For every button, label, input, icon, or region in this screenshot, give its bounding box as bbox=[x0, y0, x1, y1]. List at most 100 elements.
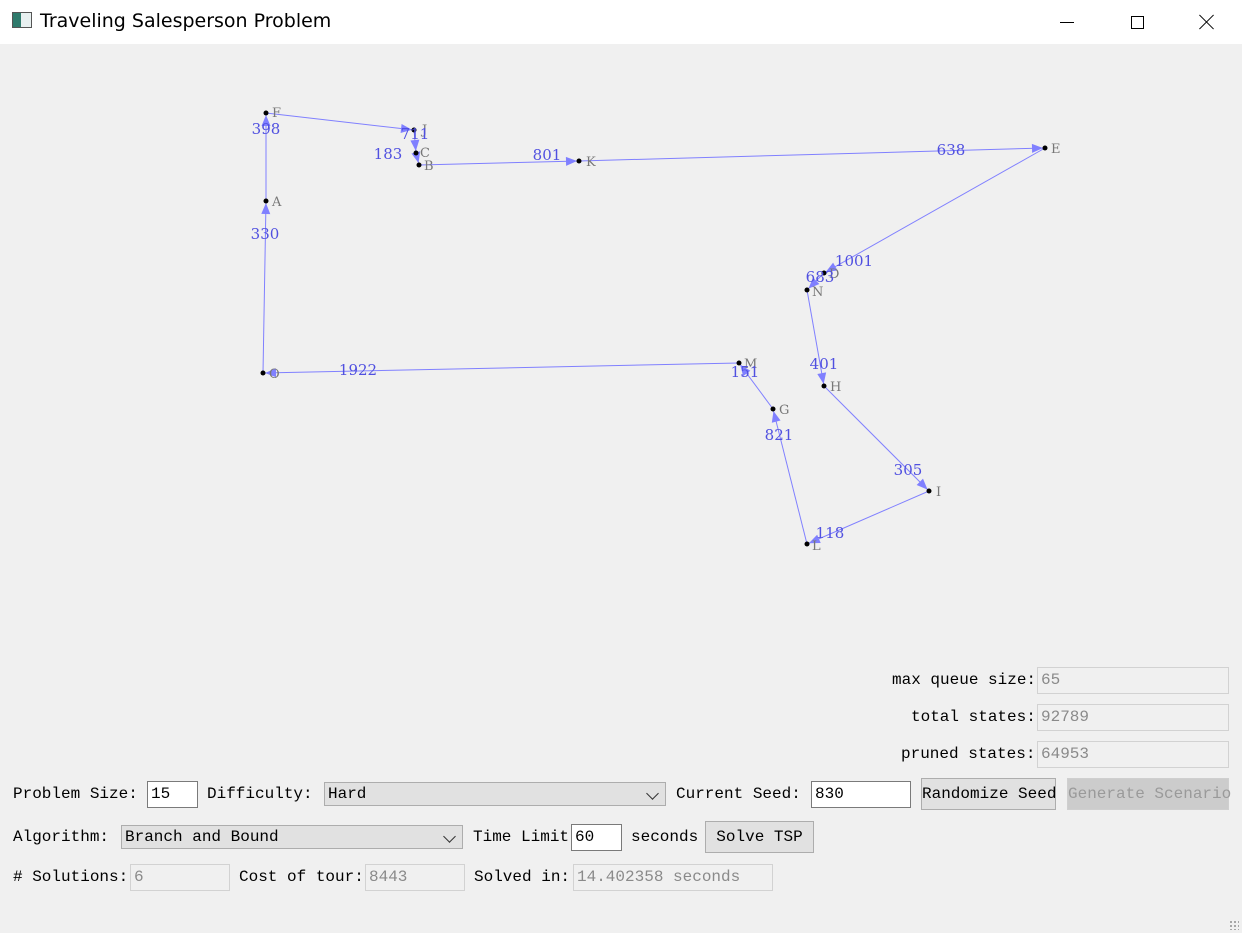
city-label-O: O bbox=[269, 367, 280, 382]
arrowhead-K-E bbox=[1031, 143, 1044, 153]
difficulty-select[interactable]: Hard bbox=[324, 782, 666, 806]
arrowhead-H-I bbox=[916, 478, 928, 490]
city-label-B: B bbox=[424, 159, 434, 174]
arrowhead-G-M bbox=[740, 364, 751, 377]
edge-cost-label: 401 bbox=[810, 355, 839, 373]
window-title: Traveling Salesperson Problem bbox=[40, 10, 332, 32]
tour-edge-M-O bbox=[262, 362, 740, 374]
close-button[interactable] bbox=[1172, 0, 1242, 44]
time-limit-input[interactable]: 60 bbox=[571, 824, 622, 851]
city-point-B bbox=[416, 162, 422, 168]
city-label-J: J bbox=[420, 123, 427, 138]
tour-edge-K-E bbox=[578, 147, 1046, 162]
time-limit-label: Time Limit bbox=[473, 828, 570, 846]
edge-cost-label: 183 bbox=[374, 145, 403, 163]
seconds-label: seconds bbox=[631, 828, 699, 846]
maximize-icon bbox=[1130, 15, 1144, 29]
pruned-states-field: 64953 bbox=[1037, 741, 1229, 768]
tour-edge-B-K bbox=[418, 160, 580, 166]
app-icon bbox=[12, 12, 32, 28]
maximize-button[interactable] bbox=[1102, 0, 1172, 44]
current-seed-input[interactable]: 830 bbox=[811, 781, 911, 808]
city-label-A: A bbox=[271, 195, 282, 210]
city-label-K: K bbox=[586, 155, 596, 170]
randomize-seed-button[interactable]: Randomize Seed bbox=[921, 778, 1056, 810]
city-point-I bbox=[926, 488, 932, 494]
edge-cost-label: 1001 bbox=[835, 252, 873, 270]
city-point-F bbox=[263, 110, 269, 116]
edge-cost-label: 683 bbox=[806, 268, 835, 286]
solved-in-field: 14.402358 seconds bbox=[573, 864, 773, 891]
solve-tsp-button[interactable]: Solve TSP bbox=[705, 821, 814, 853]
arrowhead-L-G bbox=[771, 410, 781, 423]
edge-cost-label: 638 bbox=[937, 141, 966, 159]
edge-cost-label: 801 bbox=[533, 146, 562, 164]
tour-edge-F-J bbox=[265, 112, 415, 131]
arrowhead-B-K bbox=[565, 156, 578, 166]
edge-cost-label: 398 bbox=[252, 120, 281, 138]
close-icon bbox=[1199, 14, 1215, 30]
edge-cost-label: 821 bbox=[765, 426, 794, 444]
chevron-down-icon bbox=[443, 830, 456, 843]
pruned-states-label: pruned states: bbox=[901, 745, 1036, 763]
edge-cost-label: 711 bbox=[401, 125, 430, 143]
arrowhead-F-J bbox=[400, 124, 413, 133]
generate-scenario-button[interactable]: Generate Scenario bbox=[1067, 778, 1231, 810]
total-states-field: 92789 bbox=[1037, 704, 1229, 731]
algorithm-label: Algorithm: bbox=[13, 828, 110, 846]
city-label-H: H bbox=[830, 380, 841, 395]
current-seed-label: Current Seed: bbox=[676, 785, 801, 803]
city-point-O bbox=[260, 370, 266, 376]
solutions-label: # Solutions: bbox=[13, 868, 129, 886]
city-point-J bbox=[411, 127, 417, 133]
total-states-label: total states: bbox=[911, 708, 1036, 726]
city-label-C: C bbox=[420, 146, 430, 161]
arrowhead-N-H bbox=[817, 372, 827, 385]
city-point-A bbox=[263, 198, 269, 204]
arrowhead-M-O bbox=[264, 368, 277, 378]
city-label-I: I bbox=[936, 485, 941, 500]
tour-edge-L-G bbox=[772, 408, 808, 545]
arrowhead-O-A bbox=[261, 202, 271, 215]
arrowhead-E-D bbox=[825, 262, 838, 273]
cost-of-tour-label: Cost of tour: bbox=[239, 868, 364, 886]
difficulty-label: Difficulty: bbox=[207, 785, 313, 803]
minimize-icon bbox=[1060, 21, 1074, 23]
city-point-L bbox=[804, 541, 810, 547]
chevron-down-icon bbox=[646, 787, 659, 800]
city-point-H bbox=[821, 383, 827, 389]
max-queue-size-field: 65 bbox=[1037, 667, 1229, 694]
city-point-K bbox=[576, 158, 582, 164]
minimize-button[interactable] bbox=[1032, 0, 1102, 44]
city-label-M: M bbox=[744, 357, 757, 372]
arrowhead-J-C bbox=[410, 139, 420, 152]
arrowhead-I-L bbox=[808, 534, 821, 544]
title-bar: Traveling Salesperson Problem bbox=[0, 0, 1242, 44]
city-label-G: G bbox=[779, 403, 789, 418]
solved-in-label: Solved in: bbox=[474, 868, 571, 886]
city-point-D bbox=[821, 270, 827, 276]
algorithm-value: Branch and Bound bbox=[125, 828, 279, 846]
edge-cost-label: 151 bbox=[731, 363, 760, 381]
city-point-N bbox=[804, 287, 810, 293]
tour-edge-I-L bbox=[806, 490, 930, 545]
tour-edge-H-I bbox=[823, 385, 930, 492]
edge-cost-label: 305 bbox=[894, 461, 923, 479]
city-point-G bbox=[770, 406, 776, 412]
difficulty-value: Hard bbox=[328, 785, 367, 803]
city-label-D: D bbox=[829, 267, 839, 282]
problem-size-input[interactable]: 15 bbox=[147, 781, 198, 808]
city-label-L: L bbox=[812, 539, 821, 554]
arrowhead-A-F bbox=[261, 115, 271, 126]
algorithm-select[interactable]: Branch and Bound bbox=[121, 825, 463, 849]
resize-grip-icon[interactable] bbox=[1229, 920, 1239, 930]
edge-cost-label: 118 bbox=[816, 524, 845, 542]
city-point-E bbox=[1042, 145, 1048, 151]
edge-cost-label: 330 bbox=[251, 225, 280, 243]
city-point-M bbox=[736, 360, 742, 366]
tour-edge-O-A bbox=[262, 200, 267, 374]
city-label-E: E bbox=[1051, 142, 1061, 157]
tour-edge-N-H bbox=[806, 289, 825, 387]
